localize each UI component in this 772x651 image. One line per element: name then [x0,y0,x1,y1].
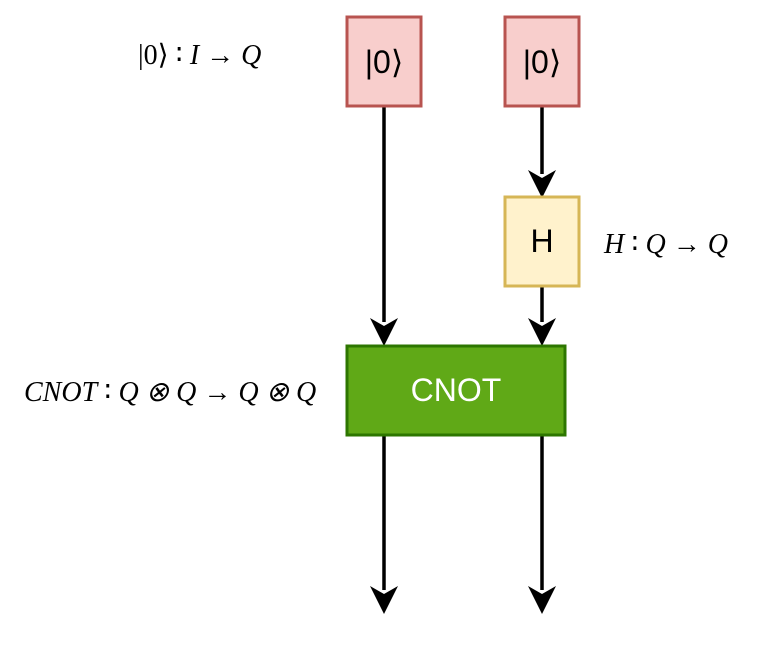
wires [382,106,544,590]
ket-zero-label-left: |0⟩ [365,44,404,80]
hadamard-gate-box[interactable]: H [503,195,581,288]
ket-type-annotation: |0⟩ ∶ I → Q [138,40,261,71]
ket-zero-box-right[interactable]: |0⟩ [503,15,581,108]
ket-type-sep: ∶ [169,40,190,71]
cnot-type-annotation: CNOT ∶ Q ⊗ Q → Q ⊗ Q [24,377,316,408]
arrowhead-cnot-left-in [370,318,398,346]
cnot-type-name: CNOT [24,377,100,408]
arrowheads [370,170,556,614]
cnot-type-arrow: → [196,377,238,408]
ket-zero-label-right: |0⟩ [523,44,562,80]
arrowhead-left-out [370,586,398,614]
h-type-annotation: H ∶ Q → Q [603,229,728,260]
h-type-domain: Q [646,229,666,260]
arrowhead-h-in [528,170,556,198]
hadamard-gate-label: H [530,223,553,259]
cnot-type-domain: Q ⊗ Q [118,377,196,408]
h-type-arrow: → [666,229,708,260]
h-type-sep: ∶ [624,229,645,260]
cnot-gate-label: CNOT [411,372,502,408]
ket-type-arrow: → [199,40,241,71]
h-type-codomain: Q [708,229,728,260]
h-type-name: H [603,229,626,260]
cnot-gate-box[interactable]: CNOT [345,344,567,437]
cnot-type-sep: ∶ [97,377,118,408]
ket-zero-box-left[interactable]: |0⟩ [345,15,423,108]
ket-type-ket: |0⟩ [138,40,169,71]
arrowhead-right-out [528,586,556,614]
arrowhead-cnot-right-in [528,318,556,346]
cnot-type-codomain: Q ⊗ Q [238,377,316,408]
ket-type-codomain: Q [241,40,261,71]
ket-type-domain: I [189,40,201,71]
